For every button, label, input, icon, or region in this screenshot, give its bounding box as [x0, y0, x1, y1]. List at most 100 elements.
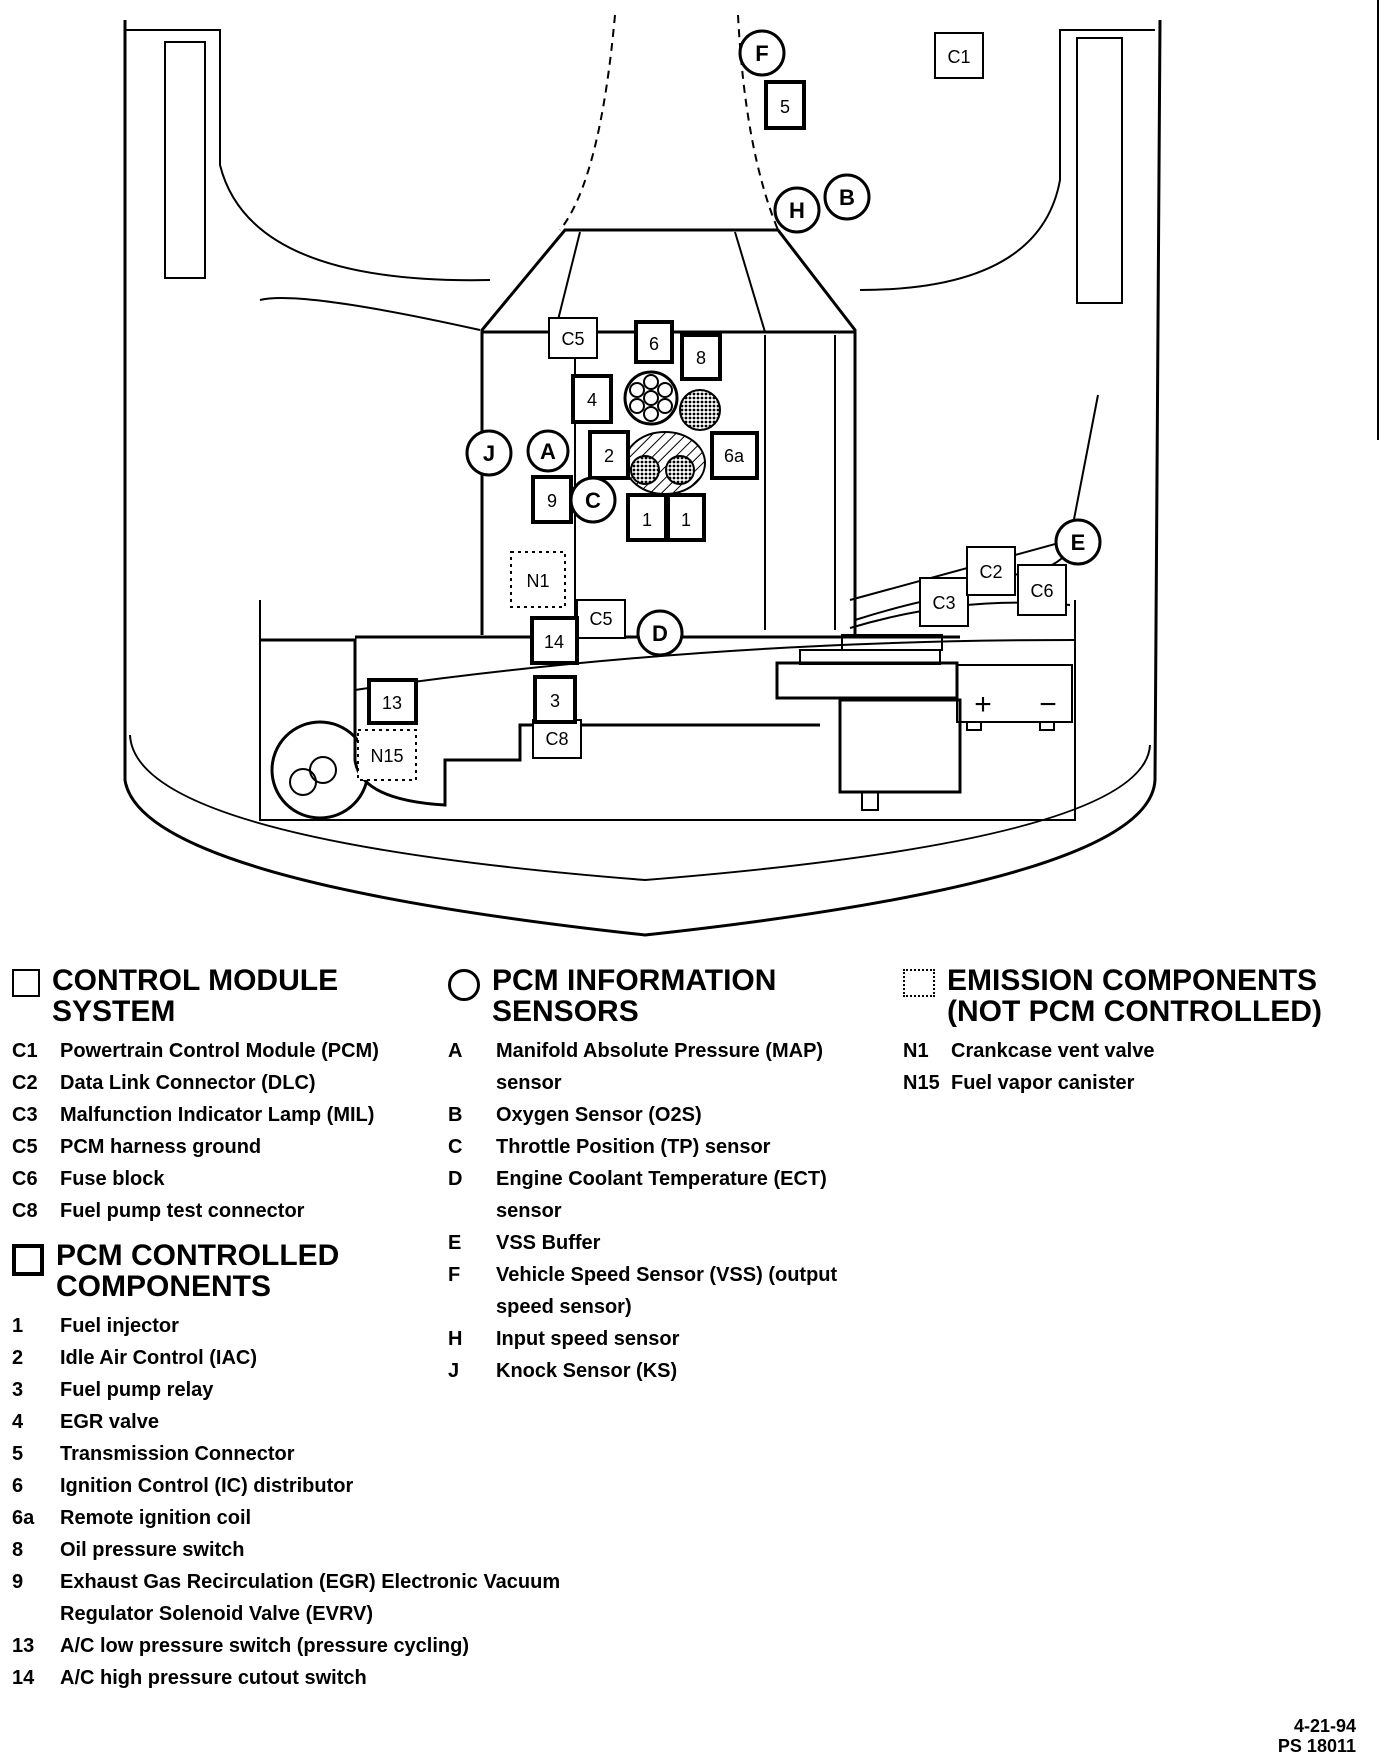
legend-item-desc: Knock Sensor (KS) — [496, 1360, 678, 1382]
legend-item-code: 3 — [12, 1379, 24, 1401]
legend-item-desc: Data Link Connector (DLC) — [60, 1072, 316, 1094]
legend-item-desc: Idle Air Control (IAC) — [60, 1347, 258, 1369]
legend-item-code: E — [448, 1232, 462, 1254]
legend-item-desc: Fuel injector — [60, 1315, 179, 1337]
marker-N15: N15 — [357, 729, 417, 781]
radiator-support — [259, 600, 1076, 821]
marker-C5-top: C5 — [548, 317, 598, 359]
legend-item: Regulator Solenoid Valve (EVRV) — [12, 1598, 572, 1630]
footer: 4-21-94 PS 18011 — [1278, 1716, 1356, 1756]
label-1-left: 1 — [642, 510, 652, 530]
legend-item-desc: Input speed sensor — [496, 1328, 680, 1350]
engine-compartment-diagram: C1 C5 C5 C8 C3 C2 C6 5 6 8 4 2 6a 9 — [123, 0, 1379, 937]
marker-B: B — [823, 173, 871, 221]
legend-item-code: C6 — [12, 1168, 38, 1190]
legend-item: 1 Fuel injector — [12, 1310, 572, 1342]
legend-item-code — [448, 1067, 496, 1099]
legend-item-desc: sensor — [496, 1200, 562, 1222]
legend-item-code: 5 — [12, 1443, 24, 1465]
body-outline — [123, 19, 1162, 937]
marker-8: 8 — [680, 333, 722, 381]
pcm-controlled-markers: 5 6 8 4 2 6a 9 1 1 14 3 13 — [367, 80, 806, 725]
legend-item-desc: Vehicle Speed Sensor (VSS) (output — [496, 1264, 838, 1286]
legend-item-code: H — [448, 1328, 463, 1350]
legend-item: 13 A/C low pressure switch (pressure cycl… — [12, 1630, 572, 1662]
legend-item-desc: Manifold Absolute Pressure (MAP) — [496, 1040, 824, 1062]
legend-item-code: C5 — [12, 1136, 38, 1158]
label-H: H — [789, 198, 805, 223]
legend-item-code: B — [448, 1104, 463, 1126]
label-N1: N1 — [526, 571, 549, 591]
legend-item-desc: EGR valve — [60, 1411, 159, 1433]
legend-item-code: 13 — [12, 1635, 35, 1657]
marker-4: 4 — [571, 374, 613, 424]
legend-item-code — [448, 1195, 496, 1227]
legend-item-code: A — [448, 1040, 463, 1062]
label-C8: C8 — [545, 729, 568, 749]
air-cleaner — [838, 698, 962, 794]
marker-C5-bottom: C5 — [576, 599, 626, 639]
legend-item-code — [448, 1291, 496, 1323]
label-F: F — [755, 41, 768, 66]
legend-item-desc: Oxygen Sensor (O2S) — [496, 1104, 702, 1126]
label-J: J — [483, 441, 495, 466]
legend-item-desc: Transmission Connector — [60, 1443, 295, 1465]
marker-D: D — [636, 609, 684, 657]
label-5: 5 — [780, 97, 790, 117]
legend-item-code: C3 — [12, 1104, 38, 1126]
legend-item-desc: Throttle Position (TP) sensor — [496, 1136, 771, 1158]
legend-item: H Input speed sensor — [448, 1323, 888, 1355]
legend-item-desc: Exhaust Gas Recirculation (EGR) Electron… — [60, 1571, 561, 1593]
label-13: 13 — [382, 693, 402, 713]
distributor-shape — [623, 370, 679, 426]
marker-5: 5 — [764, 80, 806, 130]
marker-C1: C1 — [934, 32, 984, 79]
fan-circle — [270, 720, 370, 820]
footer-date: 4-21-94 — [1293, 1716, 1356, 1736]
marker-J: J — [465, 429, 513, 477]
legend-title-emission: EMISSION COMPONENTS (NOT PCM CONTROLLED) — [947, 964, 1322, 1028]
legend-item-code: C2 — [12, 1072, 38, 1094]
battery-minus-label: − — [1039, 688, 1057, 721]
marker-C2: C2 — [966, 546, 1016, 596]
legend-item-desc: A/C low pressure switch (pressure cyclin… — [60, 1635, 470, 1657]
legend-item-desc: Engine Coolant Temperature (ECT) — [496, 1168, 827, 1190]
right-fender — [859, 29, 1155, 291]
marker-E: E — [1054, 518, 1102, 566]
marker-14: 14 — [530, 616, 579, 665]
ignition-coil-shape — [679, 389, 721, 431]
legend-item-desc: PCM harness ground — [60, 1136, 262, 1158]
legend-item-desc: Fuel pump test connector — [60, 1200, 305, 1222]
label-8: 8 — [696, 348, 706, 368]
label-3: 3 — [550, 691, 560, 711]
marker-A: A — [526, 429, 570, 473]
legend-item-code: F — [448, 1264, 461, 1286]
legend-item-desc: Fuel vapor canister — [951, 1072, 1135, 1094]
footer-ref: PS 18011 — [1277, 1736, 1356, 1756]
marker-H: H — [773, 186, 821, 234]
label-C5-bottom: C5 — [589, 609, 612, 629]
label-A: A — [540, 439, 556, 464]
legend-item-code: 1 — [12, 1315, 24, 1337]
bold-square-symbol-icon — [12, 1244, 44, 1276]
legend-item: A Manifold Absolute Pressure (MAP) — [448, 1035, 888, 1067]
legend-item: J Knock Sensor (KS) — [448, 1355, 888, 1387]
legend-item-code: J — [448, 1360, 460, 1382]
marker-C8: C8 — [532, 719, 582, 759]
label-C1: C1 — [947, 47, 970, 67]
sensor-markers: F B H J A C E D — [465, 29, 1102, 657]
label-4: 4 — [587, 390, 597, 410]
circle-symbol-icon — [448, 969, 480, 1001]
dotted-square-symbol-icon — [903, 969, 935, 997]
